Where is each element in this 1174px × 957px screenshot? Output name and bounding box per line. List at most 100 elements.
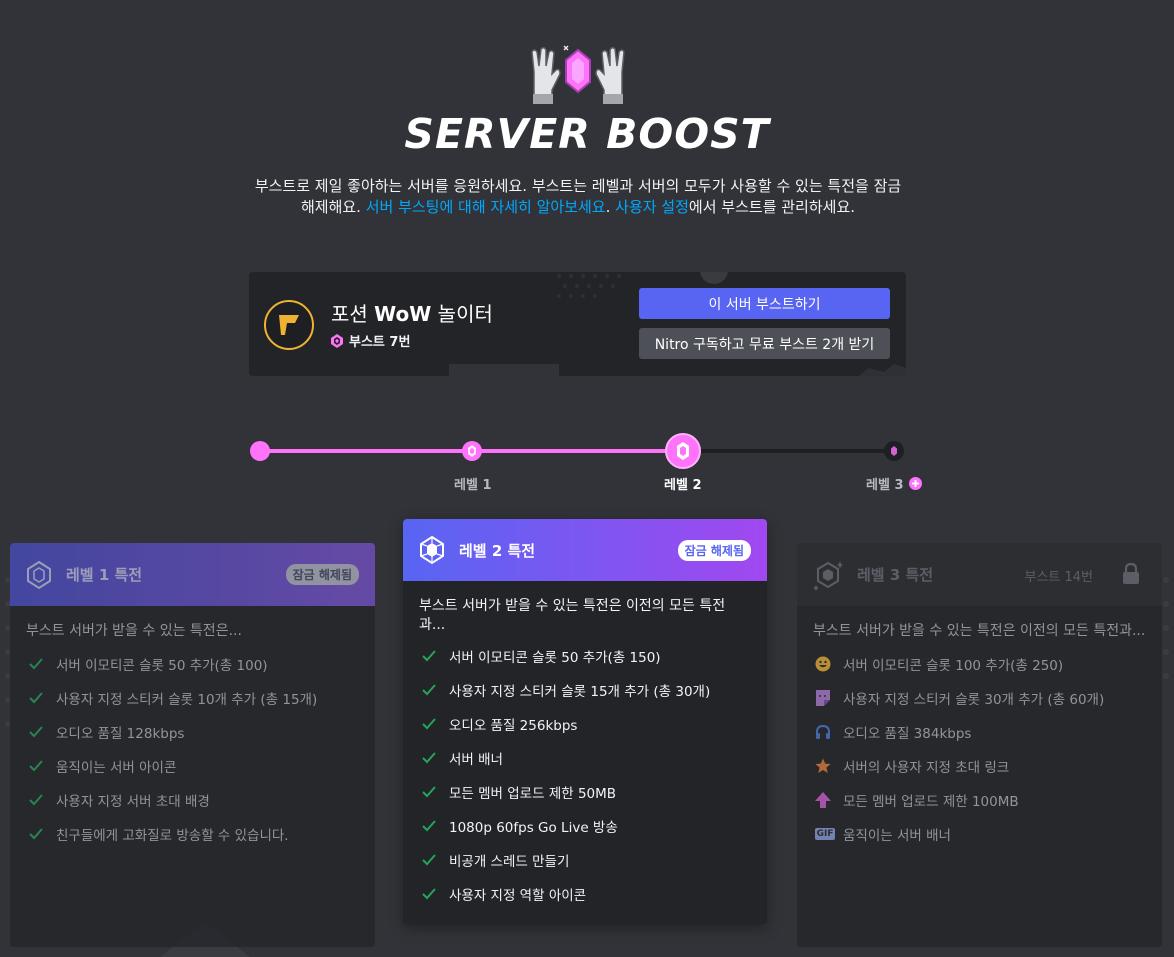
level3-gem-icon [813,560,843,591]
perk-label: 움직이는 서버 아이콘 [56,760,177,776]
boost-progress-bar: 레벨 1 레벨 2 레벨 3 [248,430,928,500]
check-icon [421,784,437,800]
perk-item: 친구들에게 고화질로 방송할 수 있습니다. [10,817,375,851]
star-icon [815,758,831,774]
perk-item: 사용자 지정 역할 아이콘 [403,877,767,911]
server-name: 포션 WoW 놀이터 [331,298,493,327]
perk-label: 움직이는 서버 배너 [843,828,951,844]
perk-item: 비공개 스레드 만들기 [403,843,767,877]
perk-label: 사용자 지정 스티커 슬롯 30개 추가 (총 60개) [843,692,1105,708]
perk-card-title: 레벨 1 특전 [66,566,143,584]
learn-more-link[interactable]: 서버 부스팅에 대해 자세히 알아보세요 [365,198,606,216]
perk-item: 움직이는 서버 아이콘 [10,749,375,783]
check-icon [28,690,44,706]
perk-item: 서버 배너 [403,741,767,775]
level2-gem-icon [420,535,444,565]
unlocked-badge: 잠금 해제됨 [285,564,359,585]
perk-item: 모든 멤버 업로드 제한 50MB [403,775,767,809]
perk-label: 서버 이모티콘 슬롯 50 추가(총 150) [449,650,661,666]
server-icon [264,300,314,350]
headphones-icon [815,724,831,740]
perk-item: 오디오 품질 384kbps [797,715,1162,749]
progress-label-level1: 레벨 1 [454,478,492,493]
perk-list: 서버 이모티콘 슬롯 50 추가(총 150) 사용자 지정 스티커 슬롯 15… [403,635,767,911]
perk-label: 사용자 지정 서버 초대 배경 [56,794,210,810]
perk-item: 사용자 지정 스티커 슬롯 30개 추가 (총 60개) [797,681,1162,715]
boost-gem-icon [331,333,343,348]
perk-item: 서버 이모티콘 슬롯 50 추가(총 100) [10,647,375,681]
perk-card-title: 레벨 3 특전 [857,566,934,584]
perk-label: 사용자 지정 스티커 슬롯 10개 추가 (총 15개) [56,692,318,708]
gif-icon: GIF [814,826,836,842]
perk-item: 오디오 품질 256kbps [403,707,767,741]
perk-label: 비공개 스레드 만들기 [449,854,570,870]
check-icon [28,724,44,740]
level1-gem-icon [27,560,51,589]
perk-card-intro: 부스트 서버가 받을 수 있는 특전은 이전의 모든 특전과... [419,598,726,633]
perk-label: 서버 배너 [449,752,503,768]
upload-arrow-icon [815,792,831,808]
perk-card-level1: 레벨 1 특전 잠금 해제됨 부스트 서버가 받을 수 있는 특전은... 서버… [10,543,375,947]
perk-item: 오디오 품질 128kbps [10,715,375,749]
perk-label: 오디오 품질 384kbps [843,726,972,742]
lock-icon [1123,563,1139,584]
plus-icon[interactable] [908,477,922,490]
perk-card-title: 레벨 2 특전 [459,541,536,560]
progress-track [250,433,904,469]
unlocked-badge: 잠금 해제됨 [677,540,751,561]
boost-count-label: 부스트 7번 [349,335,411,350]
perk-item: 사용자 지정 서버 초대 배경 [10,783,375,817]
perk-label: 1080p 60fps Go Live 방송 [449,820,618,836]
check-icon [421,818,437,834]
server-card-decoration [449,272,906,376]
description-text: 부스트로 제일 좋아하는 서버를 응원하세요. 부스트는 레벨과 서버의 모두가… [254,177,902,216]
perk-label: 오디오 품질 256kbps [449,718,578,734]
boost-count: 부스트 7번 [331,331,410,350]
server-name-suffix: 놀이터 [431,302,493,326]
check-icon [421,716,437,732]
boost-requirement-badge: 부스트 14번 [1024,570,1093,585]
perk-label: 서버 이모티콘 슬롯 100 추가(총 250) [843,658,1064,674]
emoji-icon [815,656,831,672]
check-icon [421,750,437,766]
perk-card-header: 레벨 1 특전 잠금 해제됨 [10,543,375,606]
nitro-subscribe-button[interactable]: Nitro 구독하고 무료 부스트 2개 받기 [639,328,890,359]
page-title: SERVER BOOST [404,110,770,158]
perk-item: 서버 이모티콘 슬롯 50 추가(총 150) [403,639,767,673]
description-text: 에서 부스트를 관리하세요. [688,198,856,216]
user-settings-link[interactable]: 사용자 설정 [615,198,689,216]
check-icon [28,656,44,672]
perk-label: 오디오 품질 128kbps [56,726,185,742]
boost-hands-gem-icon [531,45,625,104]
perk-item: 서버 이모티콘 슬롯 100 추가(총 250) [797,647,1162,681]
check-icon [28,826,44,842]
perk-card-level3: 레벨 3 특전 부스트 14번 부스트 서버가 받을 수 있는 특전은 이전의 … [797,543,1162,947]
progress-label-level3-wrap: 레벨 3 [866,474,922,493]
server-name-bold: WoW [374,302,432,326]
perk-item: GIF 움직이는 서버 배너 [797,817,1162,851]
check-icon [421,648,437,664]
perk-label: 친구들에게 고화질로 방송할 수 있습니다. [56,828,289,844]
perk-card-intro: 부스트 서버가 받을 수 있는 특전은 이전의 모든 특전과... [813,623,1146,639]
progress-label-level3: 레벨 3 [866,478,904,493]
perk-card-header: 레벨 2 특전 잠금 해제됨 [403,519,767,581]
perk-label: 서버 이모티콘 슬롯 50 추가(총 100) [56,658,268,674]
page-description: 부스트로 제일 좋아하는 서버를 응원하세요. 부스트는 레벨과 서버의 모두가… [248,176,908,218]
check-icon [28,792,44,808]
perk-item: 서버의 사용자 지정 초대 링크 [797,749,1162,783]
perk-item: 사용자 지정 스티커 슬롯 10개 추가 (총 15개) [10,681,375,715]
perk-list: 서버 이모티콘 슬롯 100 추가(총 250) 사용자 지정 스티커 슬롯 3… [797,641,1162,851]
perk-card-level2: 레벨 2 특전 잠금 해제됨 부스트 서버가 받을 수 있는 특전은 이전의 모… [403,519,767,924]
check-icon [421,886,437,902]
perk-label: 사용자 지정 스티커 슬롯 15개 추가 (총 30개) [449,684,711,700]
perk-card-header: 레벨 3 특전 부스트 14번 [797,543,1162,606]
perk-label: 사용자 지정 역할 아이콘 [449,888,587,904]
progress-label-level2: 레벨 2 [664,478,702,493]
perk-label: 모든 멤버 업로드 제한 100MB [843,794,1019,810]
sticker-icon [815,690,831,706]
perk-card-intro: 부스트 서버가 받을 수 있는 특전은... [26,623,242,639]
boost-server-button[interactable]: 이 서버 부스트하기 [639,288,890,319]
server-card: 포션 WoW 놀이터 부스트 7번 이 서버 부스트하기 Nitro 구독하고 … [249,272,906,376]
perk-item: 1080p 60fps Go Live 방송 [403,809,767,843]
check-icon [28,758,44,774]
